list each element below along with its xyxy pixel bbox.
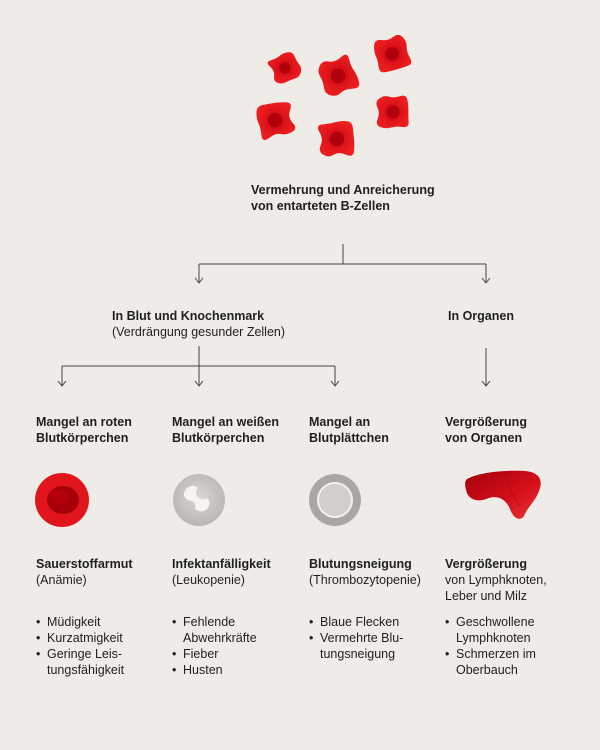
list-item: Vermehrte Blu-tungsneigung: [309, 630, 449, 662]
b-cell-nucleus: [329, 131, 345, 147]
col2-heading: Mangel an weißen Blutkörperchen: [172, 415, 279, 445]
branch-organs-title: In Organen: [448, 309, 514, 323]
branch-blood: In Blut und Knochenmark (Verdrängung ges…: [112, 308, 285, 340]
top-line-1: Vermehrung und Anreicherung: [251, 183, 435, 197]
col2-result: Infektanfälligkeit (Leukopenie): [172, 557, 271, 587]
branch-blood-title: In Blut und Knochenmark: [112, 309, 265, 323]
branch-blood-subtitle: (Verdrängung gesunder Zellen): [112, 325, 286, 339]
branch-organs: In Organen: [448, 308, 514, 324]
col4-heading: Vergrößerung von Organen: [445, 415, 527, 445]
col4-result: Vergrößerung von Lymphknoten, Leber und …: [445, 557, 547, 603]
list-item: Husten: [172, 662, 312, 678]
list-item: Blaue Flecken: [309, 614, 449, 630]
col1-result: Sauerstoffarmut (Anämie): [36, 557, 133, 587]
top-statement: Vermehrung und Anreicherung von entartet…: [251, 182, 435, 214]
col3-result: Blutungsneigung (Thrombozytopenie): [309, 557, 421, 587]
b-cell-nucleus: [385, 47, 399, 61]
b-cell-nucleus: [386, 105, 400, 119]
list-item: Fieber: [172, 646, 312, 662]
b-cell-nucleus: [267, 112, 283, 128]
b-cell-nucleus: [279, 62, 291, 74]
col1-heading: Mangel an roten Blutkörperchen: [36, 415, 132, 445]
col3-heading: Mangel an Blutplättchen: [309, 415, 389, 445]
b-cell-nucleus: [330, 68, 346, 84]
list-item: Geringe Leis-tungsfähigkeit: [36, 646, 176, 678]
col3-symptoms: Blaue Flecken Vermehrte Blu-tungsneigung: [309, 614, 449, 662]
list-item: Kurzatmigkeit: [36, 630, 176, 646]
top-line-2: von entarteten B-Zellen: [251, 199, 390, 213]
list-item: Müdigkeit: [36, 614, 176, 630]
col1-symptoms: Müdigkeit Kurzatmigkeit Geringe Leis-tun…: [36, 614, 176, 678]
